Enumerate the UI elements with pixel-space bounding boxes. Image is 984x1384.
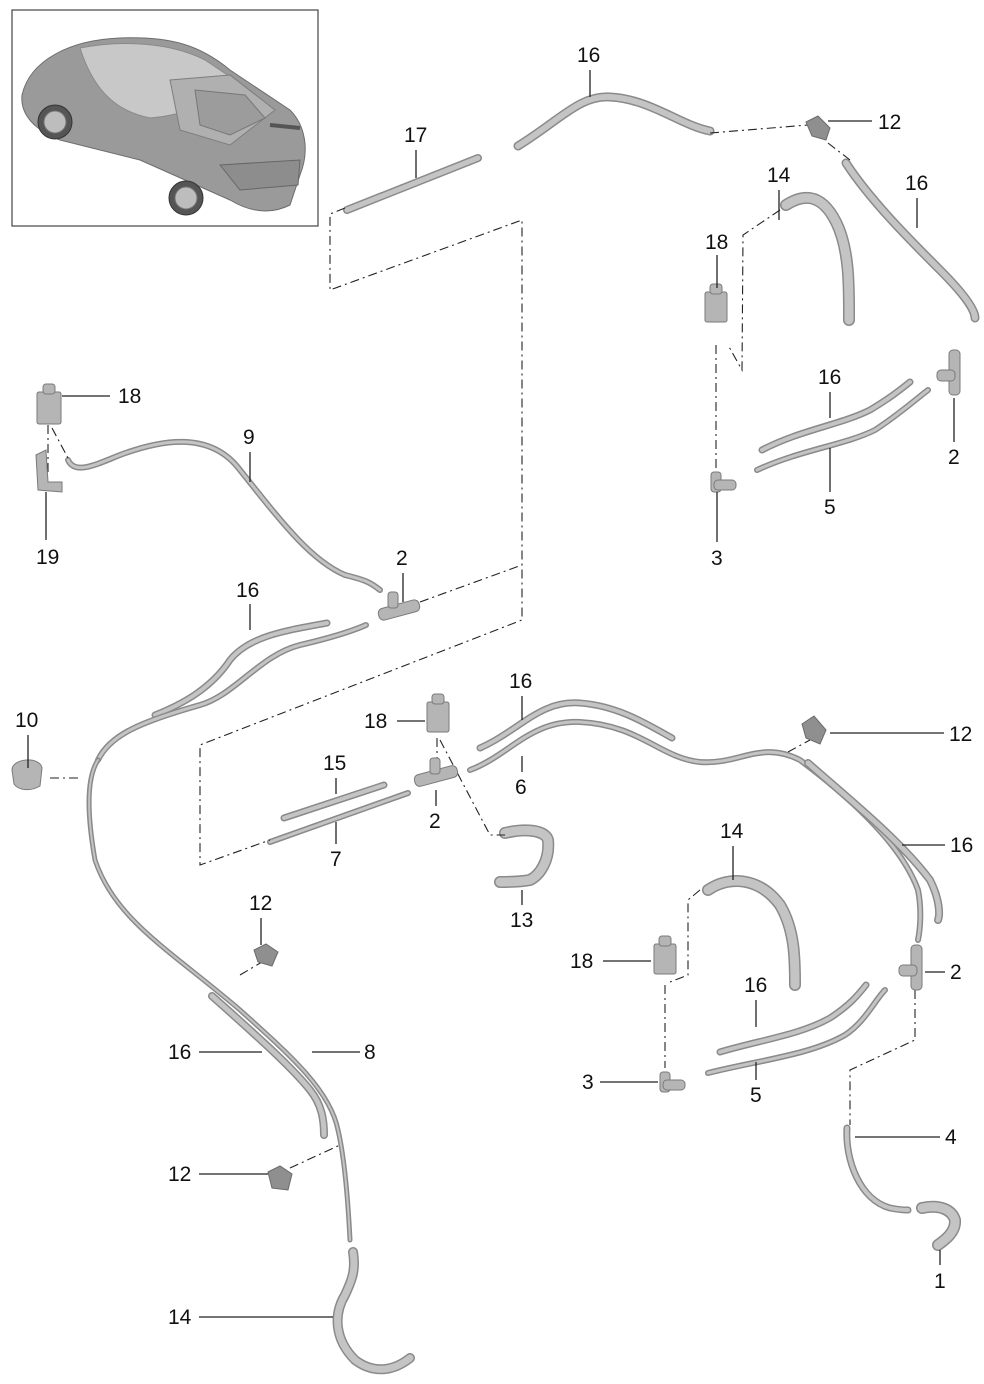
valve-18-left (36, 383, 62, 425)
assembly-line (199, 207, 523, 866)
hose-16-lower-left (208, 992, 328, 1139)
callout-16: 16 (168, 1041, 191, 1064)
callout-18: 18 (118, 385, 141, 408)
tee-2-center (413, 757, 459, 787)
callout-2: 2 (950, 961, 962, 984)
hose-16-top (513, 92, 715, 151)
callout-16: 16 (744, 974, 767, 997)
hose-13 (494, 824, 555, 888)
callout-5: 5 (750, 1084, 762, 1107)
callout-2: 2 (396, 547, 408, 570)
hose-17 (343, 154, 482, 214)
hose-14-mid (702, 875, 801, 991)
clip-12-top (805, 115, 831, 141)
tee-2-left (377, 591, 421, 621)
callout-17: 17 (404, 124, 427, 147)
callout-3: 3 (582, 1071, 594, 1094)
callout-2: 2 (429, 810, 441, 833)
clip-12-lower-left-a (253, 943, 279, 967)
hose-16-right-mid (804, 759, 943, 924)
callout-14: 14 (168, 1306, 192, 1329)
hose-15 (280, 781, 388, 822)
assembly-line (787, 739, 811, 753)
tee-2-top-right (936, 349, 961, 396)
assembly-line (239, 961, 263, 976)
callout-1: 1 (934, 1270, 946, 1293)
assembly-line (439, 739, 505, 836)
car-illustration (21, 37, 306, 216)
callout-16: 16 (905, 172, 928, 195)
hose-9 (65, 438, 383, 593)
hose-14-top (780, 191, 856, 326)
callout-5: 5 (824, 496, 836, 519)
callout-16: 16 (236, 579, 259, 602)
assembly-line (289, 1144, 341, 1169)
callout-15: 15 (323, 752, 346, 775)
hose-5-pair-b (754, 387, 931, 473)
hose-16-long-left (86, 757, 353, 1243)
clip-12-mid-right (801, 715, 827, 745)
clip-12-lower-left-b (267, 1165, 293, 1191)
callout-13: 13 (510, 909, 533, 932)
tee-2-bottom-right (898, 944, 923, 991)
callout-12: 12 (168, 1163, 191, 1186)
valve-18-center (426, 693, 450, 733)
assembly-lines (47, 124, 916, 1169)
vehicle-inset (11, 9, 319, 227)
hose-16-center-a (476, 699, 676, 752)
hose-14-bottom (332, 1247, 415, 1375)
bracket-19 (35, 449, 63, 493)
callouts: 16 17 12 16 14 18 16 5 2 3 18 19 9 2 16 … (15, 44, 973, 1329)
valve-18-bottom-right (653, 935, 677, 975)
callout-12: 12 (249, 892, 272, 915)
hose-4 (843, 1124, 912, 1214)
callout-16: 16 (509, 670, 532, 693)
callout-3: 3 (711, 547, 723, 570)
assembly-line (51, 427, 69, 459)
assembly-line (419, 564, 523, 603)
leader-lines (27, 70, 955, 1318)
callout-12: 12 (949, 723, 972, 746)
valve-18-top-right (704, 283, 728, 323)
clamp-10 (11, 759, 43, 791)
hoses (65, 92, 980, 1375)
callout-4: 4 (945, 1126, 957, 1149)
callout-14: 14 (720, 820, 744, 843)
callout-16: 16 (818, 366, 841, 389)
hose-6-center-b (467, 718, 924, 943)
hose-16-left-a (151, 619, 331, 719)
assembly-line (827, 142, 851, 161)
hose-16-pair-c (716, 981, 870, 1056)
callout-9: 9 (243, 426, 255, 449)
elbow-3-bottom (659, 1071, 686, 1093)
components (11, 115, 961, 1191)
callout-10: 10 (15, 709, 38, 732)
callout-18: 18 (364, 710, 387, 733)
hose-5-pair-d (705, 987, 888, 1076)
callout-19: 19 (36, 546, 59, 569)
callout-2: 2 (948, 446, 960, 469)
callout-14: 14 (767, 164, 791, 187)
hose-1 (916, 1200, 961, 1251)
callout-18: 18 (705, 231, 728, 254)
callout-7: 7 (330, 848, 342, 871)
callout-8: 8 (364, 1041, 376, 1064)
callout-16: 16 (577, 44, 600, 67)
hose-16-left-b (95, 622, 369, 763)
assembly-line (849, 990, 916, 1125)
callout-16: 16 (950, 834, 973, 857)
assembly-line (669, 889, 701, 983)
hose-16-right-diag (841, 158, 980, 323)
assembly-line (727, 209, 781, 373)
callout-6: 6 (515, 776, 527, 799)
hose-16-pair-a (758, 378, 914, 454)
elbow-3-top (710, 471, 737, 493)
hose-7 (267, 790, 411, 845)
callout-12: 12 (878, 111, 901, 134)
assembly-line (709, 124, 809, 134)
callout-18: 18 (570, 950, 593, 973)
